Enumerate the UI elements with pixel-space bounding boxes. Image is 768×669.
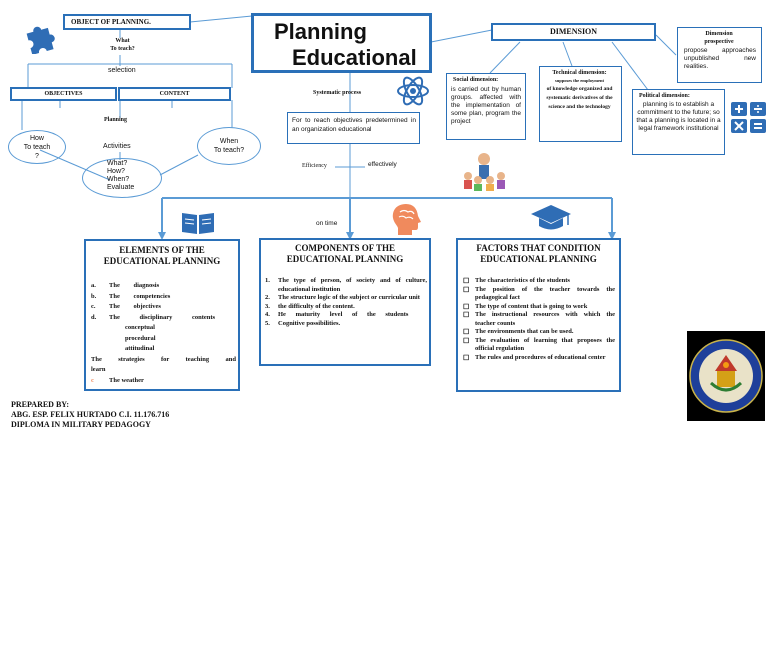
effectively-label: effectively — [368, 161, 397, 168]
elements-item: c.The objectives — [91, 303, 161, 310]
components-item: 1.The type of person, of society and of … — [265, 277, 427, 293]
students-icon — [464, 153, 505, 191]
political-dimension-box: Political dimension: planning is to esta… — [632, 89, 725, 155]
credits-prepared-by: PREPARED BY: — [11, 400, 70, 409]
prospective-text: propose approaches unpublished new reali… — [684, 47, 756, 70]
university-seal — [687, 331, 765, 421]
elements-sub-item: procedural — [125, 334, 156, 342]
selection-label: selection — [108, 67, 136, 74]
elements-item: a.The diagnosis — [91, 282, 160, 289]
factors-box: FACTORS THAT CONDITION EDUCATIONAL PLANN… — [456, 238, 621, 392]
when-to-teach-label: When To teach? — [213, 138, 245, 154]
factors-item: The rules and procedures of educational … — [463, 354, 615, 363]
title-line-1: Planning — [274, 19, 367, 44]
components-list: 1.The type of person, of society and of … — [265, 277, 427, 328]
factors-item: The evaluation of learning that proposes… — [463, 337, 615, 354]
dimension-box: DIMENSION — [491, 23, 656, 41]
elements-sub-item: attitudinal — [125, 345, 155, 352]
prospective-title: Dimension prospective — [704, 31, 734, 45]
prospective-dimension-box: Dimension prospective propose approaches… — [677, 27, 762, 83]
purpose-text: For to reach objectives predetermined in… — [292, 117, 416, 133]
technical-subtitle: supposes the employment — [554, 78, 604, 83]
on-time-label: on time — [316, 220, 338, 227]
elements-strategies: The strategies for teaching and learn — [91, 355, 236, 374]
when-to-teach-ellipse: When To teach? — [197, 127, 261, 165]
components-item: 3.the difficulty of the content. — [265, 302, 355, 310]
elements-list: a.The diagnosis b.The competencies c.The… — [91, 281, 236, 386]
factors-item: The position of the teacher towards the … — [463, 286, 615, 303]
summary-ellipse: What? How? When? Evaluate — [82, 158, 162, 198]
how-to-teach-ellipse: How To teach ? — [8, 130, 66, 164]
credits-author: ABG. ESP. FELIX HURTADO C.I. 11.176.716 — [11, 410, 170, 419]
components-item: 4.He maturity level of the students — [265, 311, 409, 318]
factors-list: The characteristics of the students The … — [463, 277, 615, 362]
dimension-heading: DIMENSION — [549, 27, 598, 36]
summary-label: What? How? When? Evaluate — [107, 160, 135, 191]
objectives-label: OBJECTIVES — [44, 91, 83, 97]
social-text: is carried out by human groups. affected… — [451, 86, 521, 125]
puzzle-icon — [26, 26, 55, 54]
components-item: 2.The structure logic of the subject or … — [265, 294, 420, 301]
factors-item: The environments that can be used. — [463, 328, 615, 337]
content-label: CONTENT — [159, 91, 190, 97]
object-of-planning-box: OBJECT OF PLANNING. — [63, 14, 191, 30]
social-title: Social dimension: — [453, 77, 499, 83]
factors-item: The instructional resources with which t… — [463, 311, 615, 328]
factors-title: FACTORS THAT CONDITION EDUCATIONAL PLANN… — [476, 243, 601, 264]
elements-sub-item: conceptual — [125, 324, 155, 331]
what-to-teach-label: What To teach? — [110, 38, 135, 52]
how-to-teach-label: How To teach ? — [23, 135, 51, 160]
graduation-cap-icon — [531, 205, 571, 230]
efficiency-label: Efficiency — [302, 163, 327, 169]
political-title: Political dimension: — [639, 93, 690, 99]
title-box: Planning Educational — [251, 13, 432, 73]
elements-item: b.The competencies — [91, 292, 171, 300]
technical-text: of knowledge organized and systematic de… — [546, 86, 613, 110]
activities-label: Activities — [103, 143, 131, 150]
planning-label: Planning — [104, 117, 128, 123]
elements-title: ELEMENTS OF THE EDUCATIONAL PLANNING — [103, 245, 221, 266]
technical-title: Technical dimension: — [552, 70, 607, 76]
university-seal-graphic — [689, 339, 763, 413]
elements-item: d.The disciplinary contents — [91, 313, 216, 321]
title-line-2: Educational — [292, 45, 417, 70]
content-box: CONTENT — [118, 87, 231, 101]
purpose-box: For to reach objectives predetermined in… — [287, 112, 420, 144]
credits: PREPARED BY: ABG. ESP. FELIX HURTADO C.I… — [11, 400, 169, 430]
brain-head-icon — [392, 204, 421, 235]
social-dimension-box: Social dimension: is carried out by huma… — [446, 73, 526, 140]
book-icon — [182, 213, 214, 234]
objectives-box: OBJECTIVES — [10, 87, 117, 101]
credits-diploma: DIPLOMA IN MILITARY PEDAGOGY — [11, 420, 151, 429]
elements-box: ELEMENTS OF THE EDUCATIONAL PLANNING a.T… — [84, 239, 240, 391]
object-heading: OBJECT OF PLANNING. — [71, 18, 151, 26]
political-text: planning is to establish a commitment to… — [636, 101, 721, 132]
atom-icon — [397, 76, 429, 106]
systematic-process-label: Systematic process — [313, 90, 362, 96]
math-operators-icon — [731, 102, 766, 133]
factors-item: The type of content that is going to wor… — [463, 303, 615, 312]
components-item: 5.Cognitive possibilities. — [265, 319, 341, 327]
technical-dimension-box: Technical dimension: supposes the employ… — [539, 66, 622, 142]
components-box: COMPONENTS OF THE EDUCATIONAL PLANNING 1… — [259, 238, 431, 366]
components-title: COMPONENTS OF THE EDUCATIONAL PLANNING — [286, 243, 404, 264]
factors-item: The characteristics of the students — [463, 277, 615, 286]
